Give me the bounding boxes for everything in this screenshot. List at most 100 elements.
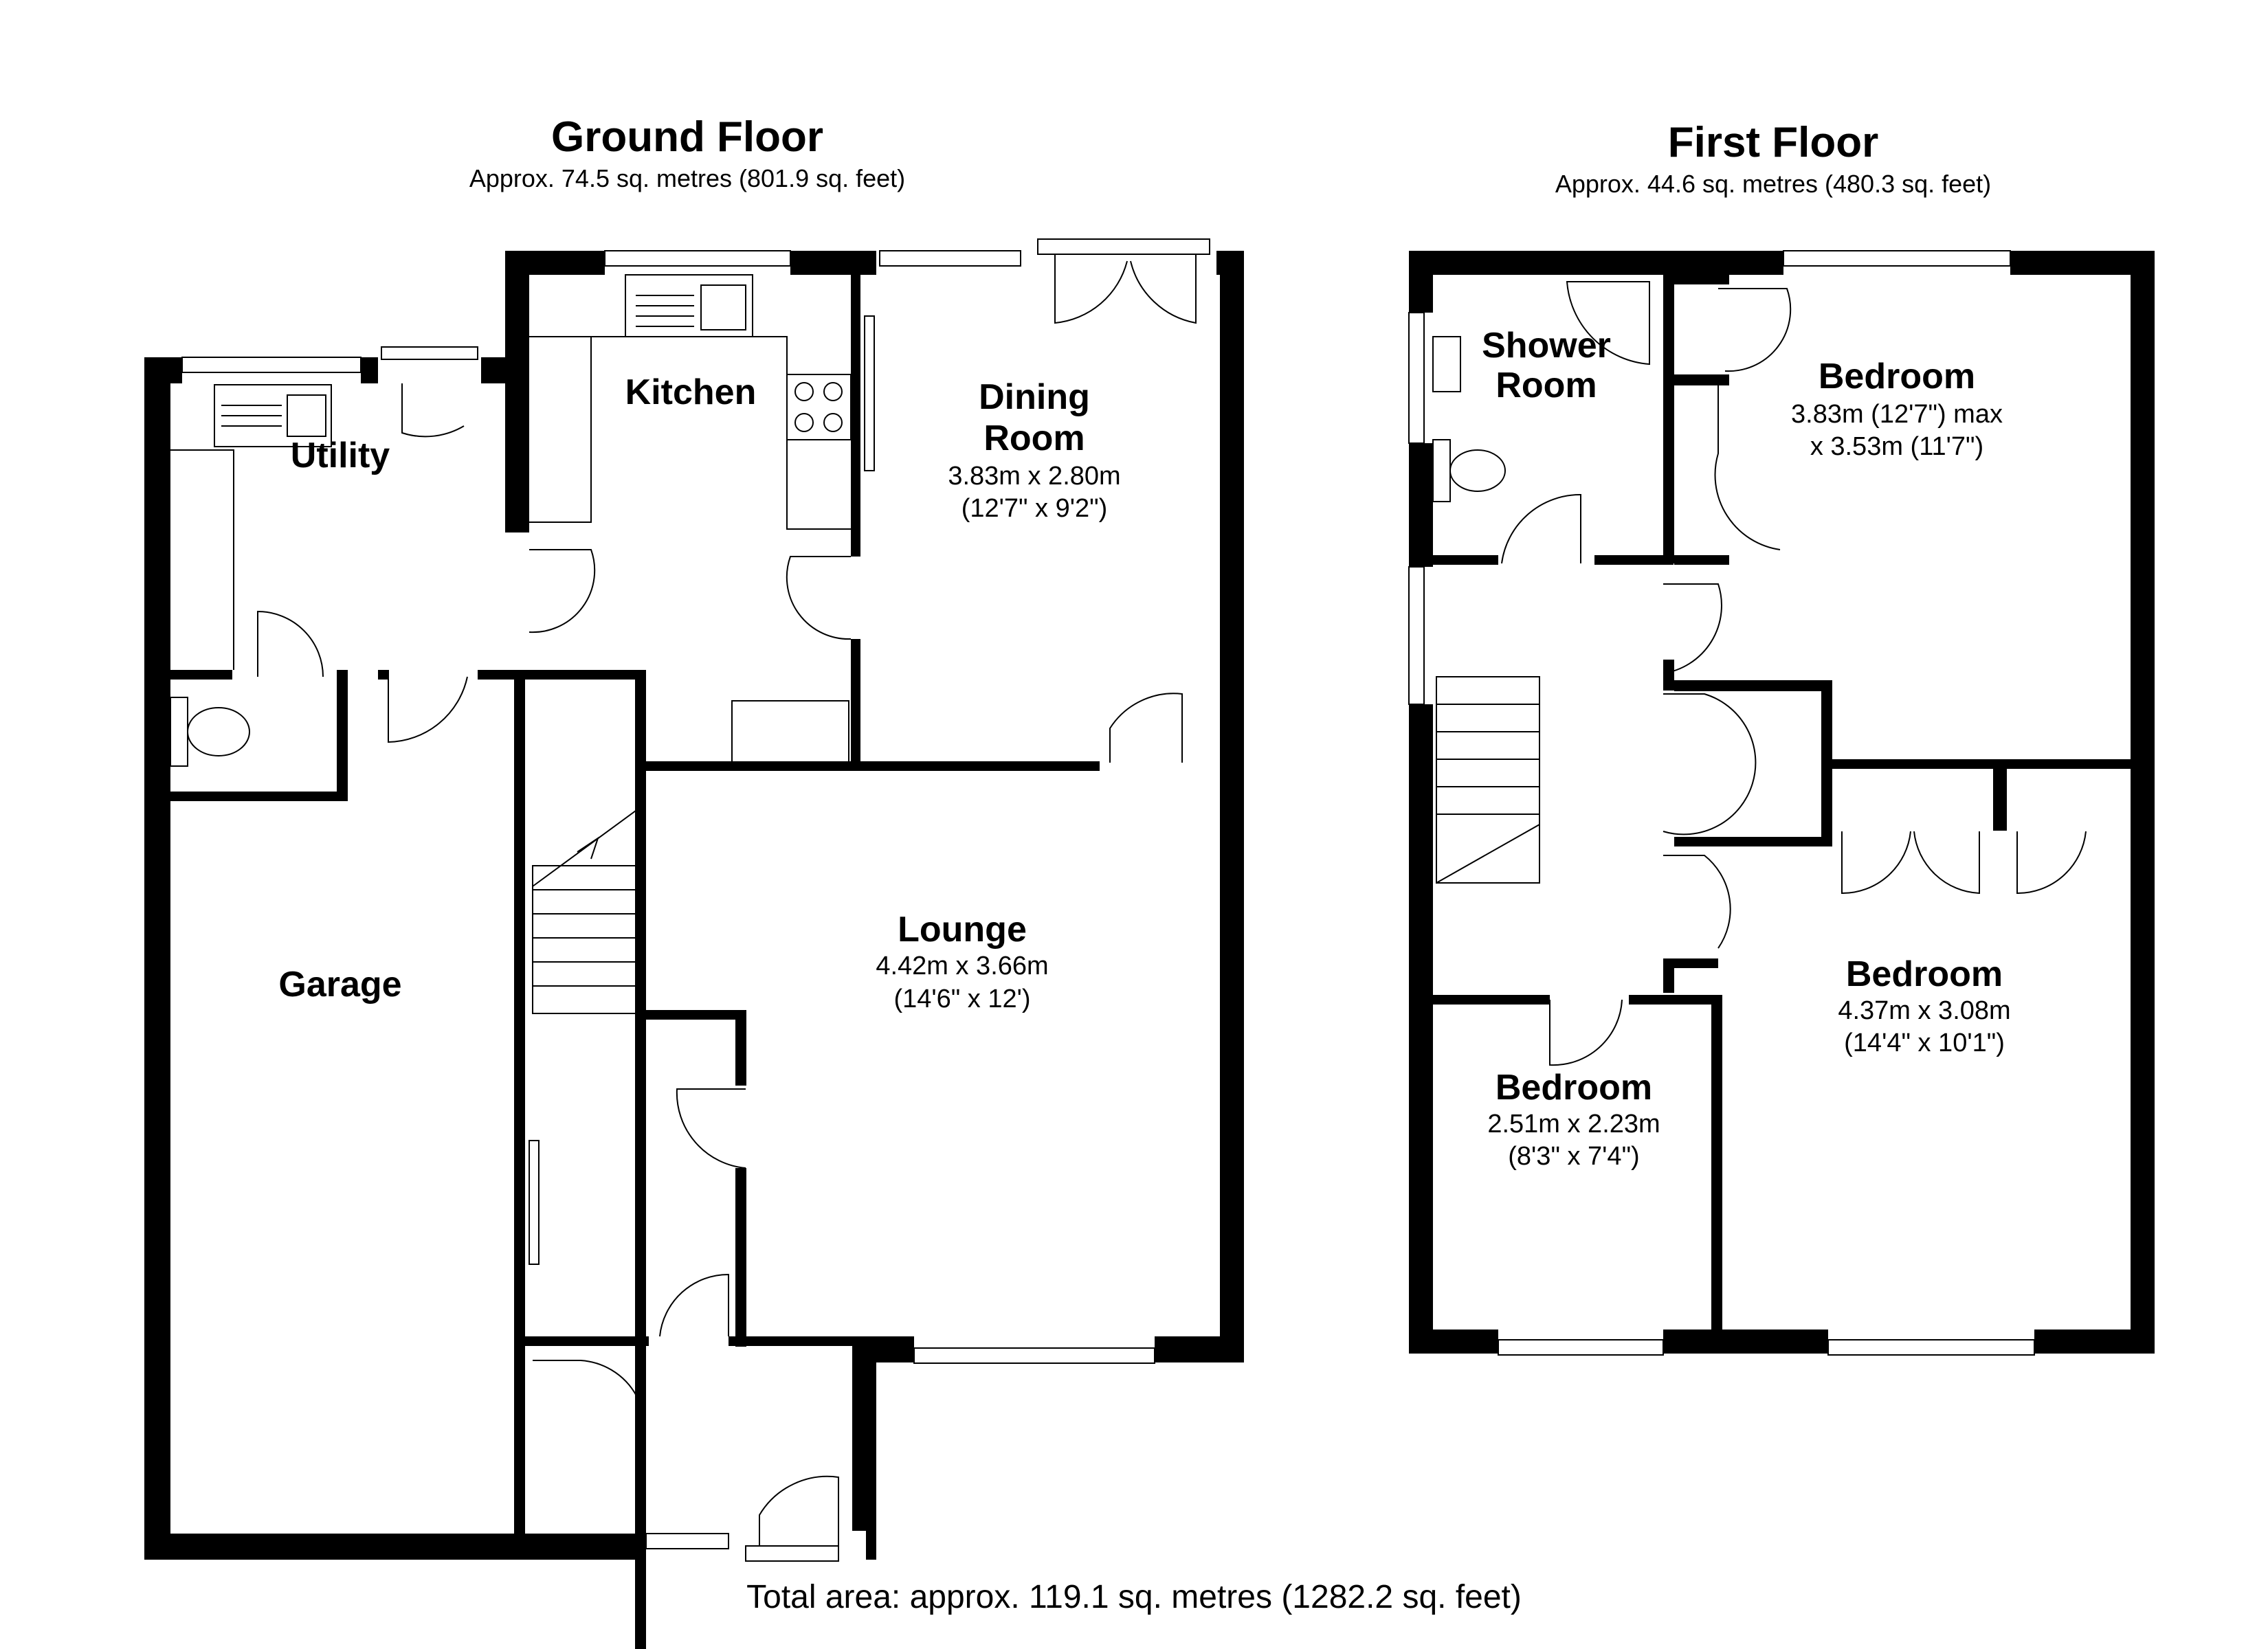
bed1-west-stub: [1674, 275, 1729, 284]
bedroom-2-dim-metric: 4.37m x 3.08m: [1838, 996, 2010, 1025]
bedroom-3-dim-metric: 2.51m x 2.23m: [1487, 1110, 1660, 1138]
landing-east-stub: [1663, 958, 1674, 993]
wc-east-wall: [337, 670, 348, 800]
ff-bed2-wardrobe-mid: [1913, 831, 1980, 895]
ff-shower-door: [1501, 493, 1581, 564]
ff-bed2-door: [1663, 855, 1731, 949]
garage-hall-wall-top: [378, 670, 389, 680]
porch-cupboard-door: [533, 1360, 646, 1464]
kitchen-sink-bowl: [700, 284, 746, 330]
room-bedroom-2: Bedroom: [1846, 954, 2003, 994]
bedroom-3-dim-imperial: (8'3" x 7'4"): [1508, 1142, 1639, 1171]
bed3-north-wall: [1433, 995, 1550, 1005]
shower-wc-cistern: [1432, 439, 1451, 502]
ff-landing-window: [1408, 566, 1425, 705]
porch-inner-door: [659, 1273, 729, 1337]
utility-sink-bowl: [287, 394, 326, 437]
wc-south-wall: [170, 792, 348, 801]
first-floor-area: Approx. 44.6 sq. metres (480.3 sq. feet): [1555, 170, 1991, 198]
bed1-cupboard-wall: [1674, 374, 1729, 385]
wc-cistern: [170, 697, 188, 767]
ff-north-wall: [1409, 251, 2155, 275]
ff-bed1-cupboard-door: [1714, 385, 1781, 550]
bed3-north-wall-2: [1629, 995, 1718, 1005]
dining-french-door-right: [1130, 254, 1197, 324]
room-shower-line2: Room: [1496, 366, 1597, 405]
ff-bed2-wardrobe-right: [2016, 831, 2087, 895]
ff-east-wall: [2131, 251, 2155, 1354]
room-garage: Garage: [278, 965, 401, 1005]
bed1-south-wall: [1821, 759, 2131, 769]
room-bedroom-1: Bedroom: [1819, 357, 1975, 396]
utility-sink-unit: [214, 384, 332, 447]
room-bedroom-3: Bedroom: [1496, 1068, 1652, 1108]
bed2-cupboard-wall-h: [1674, 837, 1832, 846]
bed1-landing-wall: [1674, 555, 1729, 565]
room-dining-line2: Room: [983, 418, 1085, 458]
utility-worktop: [170, 449, 234, 670]
porch-window: [645, 1533, 729, 1549]
bed3-east-wall: [1711, 995, 1722, 1332]
shower-south-wall-2: [1594, 555, 1674, 565]
kitchen-dining-door: [786, 556, 852, 640]
room-kitchen: Kitchen: [625, 372, 757, 412]
garage-west-wall: [144, 357, 170, 1560]
porch-north-wall: [525, 1336, 649, 1346]
east-wall: [1220, 251, 1244, 1362]
hall-lounge-door: [676, 1088, 746, 1169]
kitchen-west-wall-upper: [505, 251, 529, 532]
bed1-bed2-wall: [1674, 680, 1829, 691]
garage-south-wall: [144, 1534, 529, 1560]
lounge-window: [913, 1347, 1155, 1364]
dining-dim-metric: 3.83m x 2.80m: [948, 462, 1120, 491]
bedroom-1-dim-imperial: x 3.53m (11'7"): [1810, 432, 1983, 461]
ff-landing-bed1-door: [1663, 583, 1722, 674]
shower-basin: [1432, 336, 1461, 392]
ff-bedroom2-window: [1827, 1339, 2035, 1356]
kitchen-window: [604, 250, 791, 267]
shower-wc: [1449, 449, 1506, 492]
kitchen-dining-wall: [851, 275, 860, 557]
dining-lounge-door: [1109, 693, 1183, 763]
ground-floor-area: Approx. 74.5 sq. metres (801.9 sq. feet): [469, 164, 905, 192]
room-shower-line1: Shower: [1482, 326, 1611, 366]
bed2-landing-wall: [1663, 958, 1718, 968]
ff-airing-cupboard-door: [1663, 693, 1757, 835]
dining-dim-imperial: (12'7" x 9'2"): [961, 494, 1108, 523]
ff-bed3-door: [1549, 999, 1623, 1066]
ff-bed1-door: [1718, 288, 1792, 372]
bed2-cupboard-wall-v: [1821, 680, 1832, 845]
dining-french-doors-frame: [1037, 238, 1210, 255]
kitchen-worktop: [529, 336, 851, 530]
shower-south-wall: [1433, 555, 1498, 565]
bed1-west-lower: [1663, 660, 1674, 691]
hall-radiator: [529, 1140, 540, 1265]
bed2-robe-divider: [1993, 769, 2007, 831]
ff-shower-window: [1408, 312, 1425, 444]
total-area: Total area: approx. 119.1 sq. metres (12…: [746, 1579, 1522, 1615]
ff-bed2-wardrobe-left: [1841, 831, 1911, 895]
room-dining-line1: Dining: [979, 377, 1090, 417]
room-utility: Utility: [291, 436, 390, 475]
first-floor-title: First Floor: [1668, 119, 1879, 166]
utility-back-door: [401, 383, 465, 438]
hall-lounge-stub: [735, 1010, 746, 1086]
hob: [786, 374, 852, 440]
ground-stairs: [532, 809, 636, 1014]
room-lounge: Lounge: [898, 910, 1027, 950]
utility-window: [181, 357, 362, 373]
kitchen-hall-door: [529, 549, 596, 633]
hall-lounge-wall-upper: [635, 1010, 745, 1020]
garage-east-wall: [514, 670, 525, 1536]
utility-door-frame: [381, 346, 478, 360]
porch-east-wall: [852, 1347, 876, 1560]
utility-garage-wall: [170, 670, 232, 680]
dining-lower-wall: [851, 639, 860, 766]
front-door: [759, 1475, 839, 1546]
shower-tray: [1566, 281, 1650, 366]
dining-french-door-left: [1054, 254, 1128, 324]
shower-east-wall: [1663, 275, 1674, 563]
hall-north-wall: [478, 670, 646, 680]
ff-bedroom3-window: [1498, 1339, 1664, 1356]
